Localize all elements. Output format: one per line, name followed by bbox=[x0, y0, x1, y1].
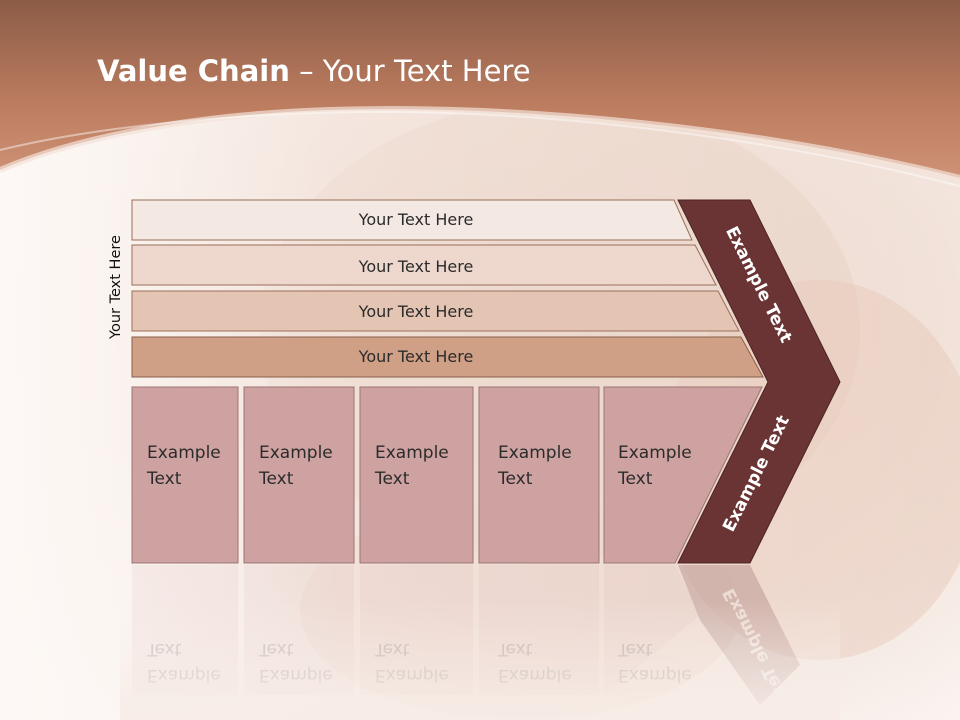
cell-2-line2: Text bbox=[258, 469, 294, 489]
row-3: Your Text Here bbox=[131, 290, 740, 332]
cell-4: Example Text bbox=[478, 386, 600, 564]
cell-4-line1: Example bbox=[498, 443, 572, 463]
row-1-label: Your Text Here bbox=[358, 210, 474, 229]
row-2: Your Text Here bbox=[131, 244, 717, 286]
reflection-fade bbox=[120, 600, 840, 720]
slide-title: Value Chain – Your Text Here bbox=[97, 54, 531, 88]
cell-1-line1: Example bbox=[147, 443, 221, 463]
row-1: Your Text Here bbox=[131, 199, 693, 241]
cell-1: Example Text bbox=[131, 386, 239, 564]
cell-1-line2: Text bbox=[146, 469, 182, 489]
row-4: Your Text Here bbox=[131, 336, 764, 378]
cell-3-line1: Example bbox=[375, 443, 449, 463]
cell-2-line1: Example bbox=[259, 443, 333, 463]
cell-3-line2: Text bbox=[374, 469, 410, 489]
cell-4-line2: Text bbox=[497, 469, 533, 489]
row-4-label: Your Text Here bbox=[358, 347, 474, 366]
cell-5-line1: Example bbox=[618, 443, 692, 463]
title-bold: Value Chain bbox=[97, 54, 290, 88]
row-2-label: Your Text Here bbox=[358, 257, 474, 276]
cell-3: Example Text bbox=[359, 386, 474, 564]
cell-5-line2: Text bbox=[617, 469, 653, 489]
cell-2: Example Text bbox=[243, 386, 355, 564]
cell-5: Example Text bbox=[603, 386, 763, 564]
title-rest: – Your Text Here bbox=[289, 54, 531, 88]
row-3-label: Your Text Here bbox=[358, 302, 474, 321]
